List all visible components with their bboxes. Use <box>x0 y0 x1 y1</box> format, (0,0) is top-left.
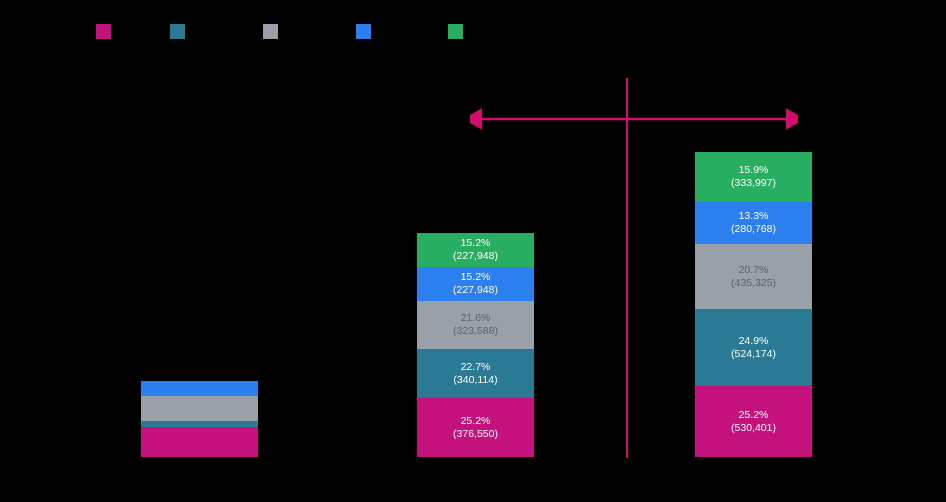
annotation-range-arrow <box>462 106 806 134</box>
bar-middle-segment-series-3[interactable]: 21.6%(323,588) <box>417 301 534 349</box>
legend-item-5[interactable] <box>448 24 463 39</box>
segment-percent: 25.2% <box>738 408 769 421</box>
legend-item-2[interactable] <box>170 24 185 39</box>
segment-value-label: 22.7%(340,114) <box>453 361 497 387</box>
legend-swatch-3 <box>263 24 278 39</box>
bar-right-segment-series-3[interactable]: 20.7%(435,325) <box>695 244 812 309</box>
segment-percent: 13.3% <box>738 210 769 222</box>
chart-legend <box>0 0 946 60</box>
bar-right-segment-series-4[interactable]: 13.3%(280,768) <box>695 202 812 244</box>
bar-middle-segment-series-1[interactable]: 25.2%(376,550) <box>417 398 534 457</box>
segment-percent: 22.7% <box>460 360 491 373</box>
segment-count: (530,401) <box>731 421 776 434</box>
annotation-vertical-line <box>626 78 628 458</box>
segment-count: (227,948) <box>453 250 498 262</box>
segment-percent: 20.7% <box>738 263 769 276</box>
segment-count: (323,588) <box>453 325 498 337</box>
legend-item-1[interactable] <box>96 24 111 39</box>
segment-value-label: 13.3%(280,768) <box>731 210 776 236</box>
segment-count: (376,550) <box>453 427 498 440</box>
segment-count: (280,768) <box>731 223 776 235</box>
bar-middle-segment-series-4[interactable]: 15.2%(227,948) <box>417 267 534 301</box>
segment-count: (524,174) <box>731 347 776 360</box>
segment-count: (435,325) <box>731 276 776 289</box>
segment-count: (340,114) <box>453 373 498 386</box>
segment-percent: 15.2% <box>460 271 491 283</box>
legend-swatch-4 <box>356 24 371 39</box>
segment-count: (227,948) <box>453 284 498 296</box>
bar-middle-segment-series-2[interactable]: 22.7%(340,114) <box>417 349 534 398</box>
segment-percent: 15.9% <box>738 164 769 176</box>
legend-item-4[interactable] <box>356 24 371 39</box>
segment-percent: 21.6% <box>460 312 491 324</box>
bar-right[interactable]: 15.9%(333,997) 13.3%(280,768) 20.7%(435,32… <box>695 152 812 457</box>
segment-percent: 15.2% <box>460 237 491 249</box>
bar-left-segment-series-4[interactable] <box>141 381 258 396</box>
bar-left[interactable] <box>141 381 258 457</box>
legend-swatch-2 <box>170 24 185 39</box>
segment-value-label: 15.9%(333,997) <box>731 164 776 190</box>
legend-item-3[interactable] <box>263 24 278 39</box>
bar-middle-segment-series-5[interactable]: 15.2%(227,948) <box>417 233 534 267</box>
legend-swatch-5 <box>448 24 463 39</box>
bar-right-segment-series-5[interactable]: 15.9%(333,997) <box>695 152 812 202</box>
segment-value-label: 20.7%(435,325) <box>731 264 776 290</box>
bar-right-segment-series-2[interactable]: 24.9%(524,174) <box>695 309 812 386</box>
bar-left-segment-series-1[interactable] <box>141 427 258 457</box>
bar-right-segment-series-1[interactable]: 25.2%(530,401) <box>695 386 812 457</box>
bar-left-segment-series-2[interactable] <box>141 421 258 427</box>
bar-middle[interactable]: 15.2%(227,948)15.2%(227,948)21.6%(323,58… <box>417 233 534 457</box>
segment-count: (333,997) <box>731 177 776 189</box>
segment-percent: 25.2% <box>460 414 491 427</box>
legend-swatch-1 <box>96 24 111 39</box>
segment-value-label: 25.2%(530,401) <box>731 409 776 435</box>
segment-percent: 24.9% <box>738 334 769 347</box>
segment-value-label: 15.2%(227,948) <box>453 237 498 263</box>
bar-left-segment-series-3[interactable] <box>141 396 258 421</box>
segment-value-label: 25.2%(376,550) <box>453 415 498 441</box>
segment-value-label: 15.2%(227,948) <box>453 271 498 297</box>
segment-value-label: 24.9%(524,174) <box>731 335 776 361</box>
segment-value-label: 21.6%(323,588) <box>453 312 498 338</box>
